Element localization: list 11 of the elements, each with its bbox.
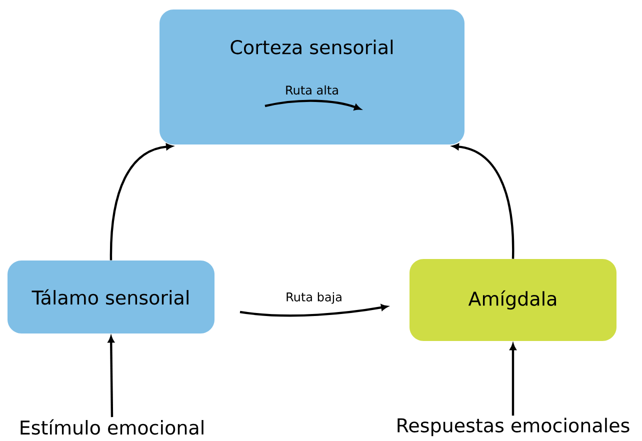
- process-box: Tálamo sensorial: [8, 260, 214, 334]
- arrow: [240, 304, 388, 317]
- edge-label: Ruta baja: [286, 292, 342, 304]
- output-text: Respuestas emocionales: [398, 418, 630, 436]
- arrow: [110, 144, 173, 260]
- arrow: [108, 336, 114, 418]
- path-label: Ruta alta: [286, 85, 338, 95]
- arrow: [452, 144, 514, 259]
- input-text: Estímulo emocional: [20, 419, 204, 435]
- arrow: [510, 343, 516, 416]
- process-box: Amígdala: [410, 259, 616, 341]
